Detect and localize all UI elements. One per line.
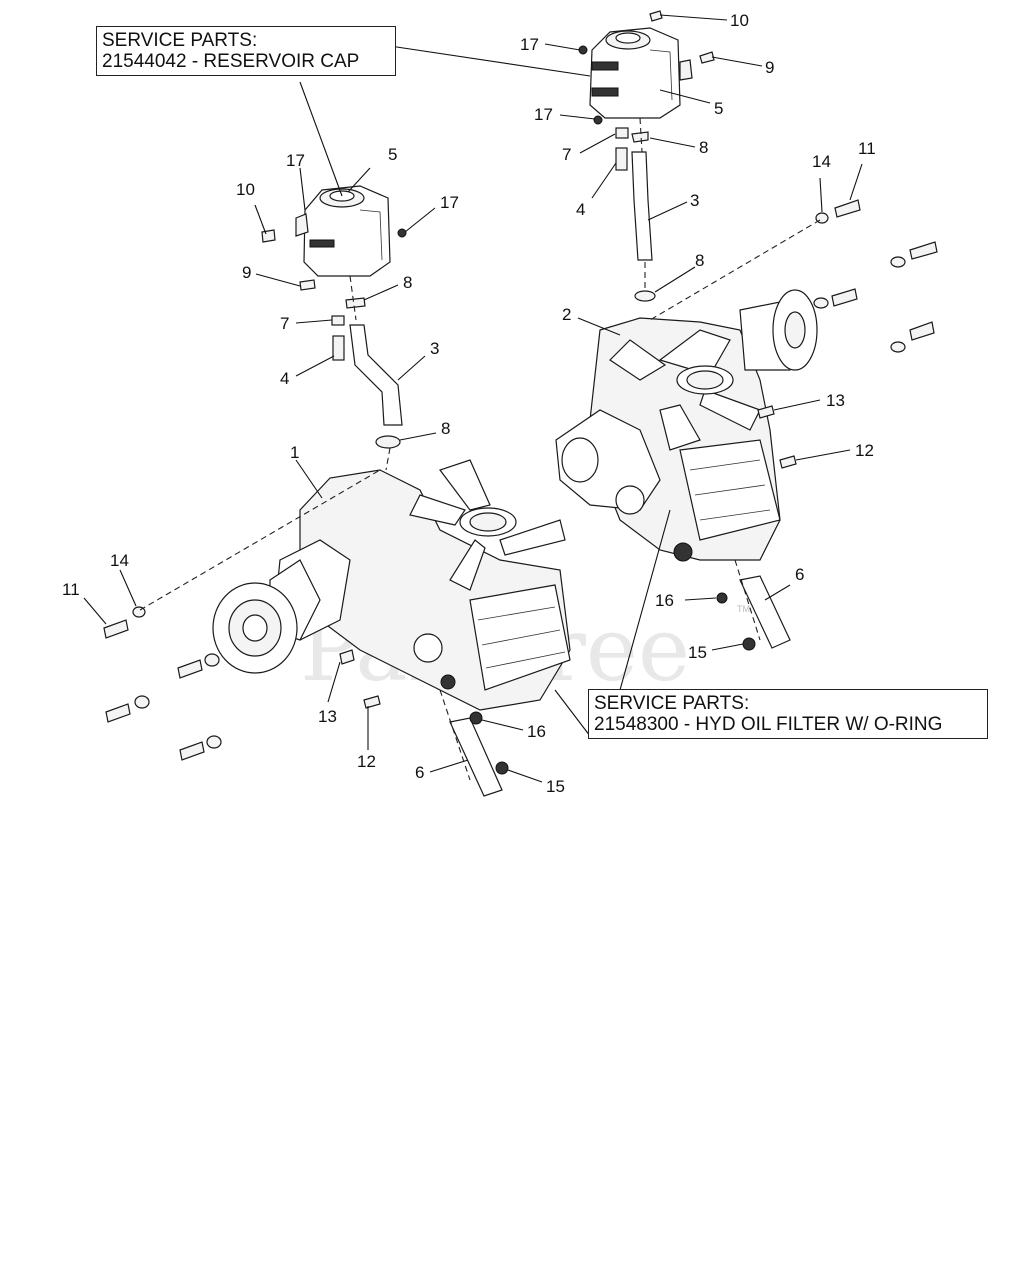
- right-side-screw: [699, 51, 715, 64]
- right-reservoir-tank: [589, 27, 693, 119]
- part-number: 13: [826, 391, 845, 410]
- part-number: 3: [430, 339, 439, 358]
- right-nuts: [578, 45, 603, 125]
- left-washer-14: [132, 606, 146, 618]
- part-number: 2: [562, 305, 571, 324]
- part-number: 6: [415, 763, 424, 782]
- right-fitting-7: [615, 127, 629, 139]
- right-part-labels: 2 3 4 5 6 7 8 8 9 10 11 12 13 14 15 16 1…: [520, 11, 876, 662]
- service-parts-oil-filter-callout: SERVICE PARTS: 21548300 - HYD OIL FILTER…: [588, 689, 988, 739]
- part-number: 7: [562, 145, 571, 164]
- part-number: 15: [688, 643, 707, 662]
- callout-heading: SERVICE PARTS:: [102, 30, 258, 51]
- left-bolt-11: [103, 619, 129, 639]
- left-wheel-bolts: [105, 653, 222, 761]
- left-cap-screw: [261, 229, 276, 243]
- watermark-tm: TM: [737, 604, 750, 614]
- part-number: 11: [62, 580, 80, 599]
- left-clamp-upper: [345, 297, 366, 309]
- part-number: 16: [655, 591, 674, 610]
- left-side-screw: [299, 279, 316, 291]
- part-number: 17: [440, 193, 459, 212]
- right-cap-screw: [649, 10, 663, 22]
- part-number: 13: [318, 707, 337, 726]
- part-number: 4: [280, 369, 289, 388]
- part-number: 9: [765, 58, 774, 77]
- left-spacer-4: [332, 335, 345, 361]
- part-number: 14: [812, 152, 831, 171]
- left-nut-17: [397, 228, 407, 238]
- right-bolt-11: [834, 199, 861, 218]
- callout-heading: SERVICE PARTS:: [594, 693, 750, 714]
- left-hose: [349, 324, 403, 426]
- part-number: 12: [855, 441, 874, 460]
- part-number: 14: [110, 551, 129, 570]
- left-clamp-lower: [375, 435, 401, 449]
- part-number: 12: [357, 752, 376, 771]
- part-number: 16: [527, 722, 546, 741]
- left-nut-16: [469, 711, 483, 725]
- right-transmission: [555, 289, 818, 562]
- right-spacer-4: [615, 147, 628, 171]
- left-nut-15: [495, 761, 509, 775]
- alignment-lines: [139, 117, 821, 781]
- left-screw-13: [339, 649, 355, 665]
- right-screw-13: [757, 405, 775, 419]
- callout-part: 21544042 - RESERVOIR CAP: [102, 51, 360, 72]
- part-number: 4: [576, 200, 585, 219]
- part-number: 8: [695, 251, 704, 270]
- part-number: 10: [730, 11, 749, 30]
- left-reservoir-tank: [295, 185, 391, 277]
- part-number: 7: [280, 314, 289, 333]
- part-number: 1: [290, 443, 299, 462]
- part-number: 3: [690, 191, 699, 210]
- part-number: 17: [520, 35, 539, 54]
- right-link-6: [739, 575, 791, 649]
- left-part-labels: 1 3 4 5 6 7 8 8 9 10 11 12 13 14 15 16 1…: [62, 145, 565, 796]
- left-link-6: [449, 717, 503, 797]
- part-number: 8: [441, 419, 450, 438]
- part-number: 9: [242, 263, 251, 282]
- part-number: 8: [403, 273, 412, 292]
- right-wheel-bolts: [813, 241, 938, 353]
- part-number: 17: [286, 151, 305, 170]
- right-hose: [631, 151, 653, 261]
- callout-part: 21548300 - HYD OIL FILTER W/ O-RING: [594, 714, 943, 735]
- part-number: 10: [236, 180, 255, 199]
- right-nut-16: [716, 592, 728, 604]
- part-number: 6: [795, 565, 804, 584]
- part-number: 8: [699, 138, 708, 157]
- left-fitting-7: [331, 315, 345, 326]
- service-parts-reservoir-cap-callout: SERVICE PARTS: 21544042 - RESERVOIR CAP: [96, 26, 396, 76]
- right-clamp-upper: [631, 131, 649, 143]
- left-screw-12: [363, 695, 381, 709]
- right-nut-15: [742, 637, 756, 651]
- leader-lines: [83, 14, 863, 783]
- left-transmission: [212, 459, 571, 711]
- right-clamp-lower: [634, 290, 656, 302]
- part-number: 5: [388, 145, 397, 164]
- part-number: 15: [546, 777, 565, 796]
- part-number: 17: [534, 105, 553, 124]
- part-number: 5: [714, 99, 723, 118]
- right-screw-12: [779, 455, 797, 469]
- part-number: 11: [858, 139, 876, 158]
